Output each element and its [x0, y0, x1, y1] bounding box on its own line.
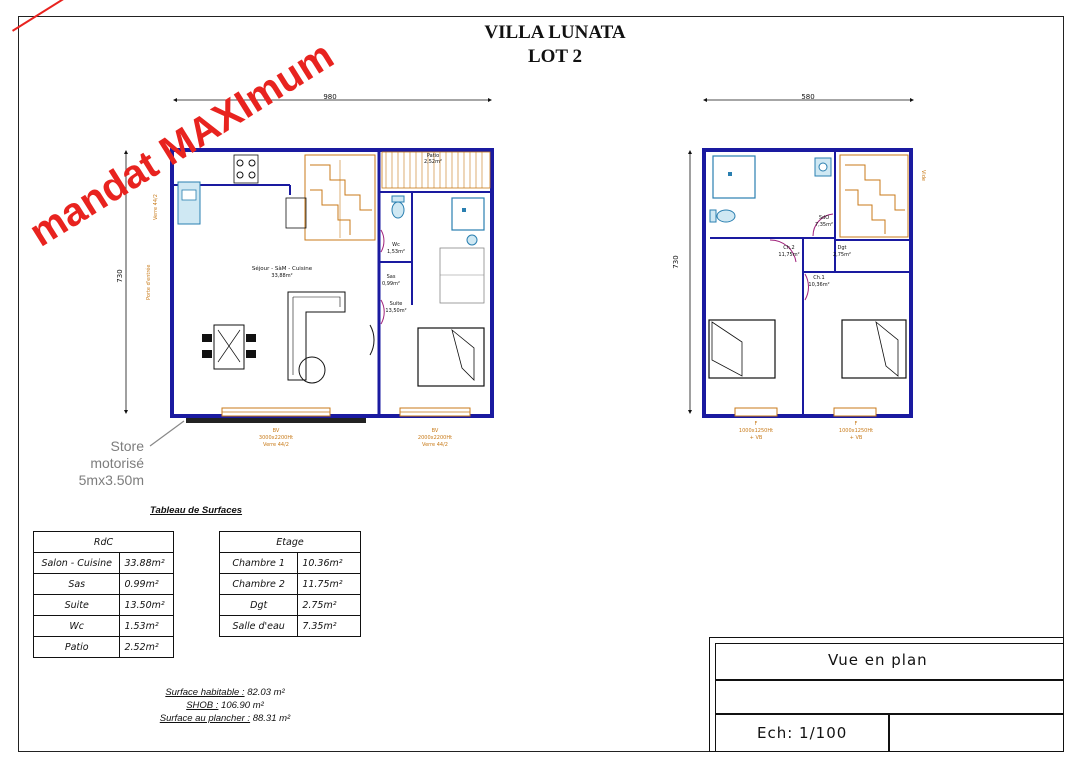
view-label: Vue en plan [828, 651, 928, 669]
svg-text:0,99m²: 0,99m² [382, 281, 400, 287]
project-title: VILLA LUNATA [484, 22, 626, 43]
suite-bed [417, 327, 485, 387]
svg-text:13,50m²: 13,50m² [385, 308, 406, 314]
svg-text:33,88m²: 33,88m² [271, 273, 292, 279]
svg-text:2000x2200Ht: 2000x2200Ht [418, 435, 452, 441]
motorized-awning [186, 418, 366, 423]
svg-text:10,36m²: 10,36m² [808, 282, 829, 288]
ch2-label: Ch.2 [783, 245, 794, 251]
svg-text:BV: BV [273, 428, 280, 434]
upper-shower [712, 155, 756, 199]
entry-door-label: Porte d'entrée [145, 265, 152, 300]
svg-text:1000x1250Ht: 1000x1250Ht [739, 428, 773, 434]
kitchen-sink [177, 181, 201, 225]
surfaces-caption: Tableau de Surfaces [150, 505, 243, 516]
shower [451, 197, 485, 231]
svg-text:1,53m²: 1,53m² [387, 249, 405, 255]
svg-text:F: F [755, 421, 758, 427]
height-dimension: 730 [116, 269, 124, 282]
patio [381, 151, 491, 189]
left-wall-annotation: Verre 44/2 [153, 194, 159, 220]
dining-table [213, 324, 245, 370]
store-leader-line [149, 420, 185, 447]
svg-text:7,35m²: 7,35m² [815, 222, 833, 228]
svg-text:2,75m²: 2,75m² [833, 252, 851, 258]
etage-header: Etage [219, 531, 361, 553]
upper-width-dimension: 580 [801, 93, 814, 101]
staircase [304, 154, 376, 241]
svg-text:F: F [855, 421, 858, 427]
width-dimension: 980 [323, 93, 336, 101]
sas-label: Sas [387, 274, 396, 280]
suite-label: Suite [390, 301, 403, 307]
ch1-label: Ch.1 [813, 275, 824, 281]
sofa [287, 291, 346, 381]
ground-floor-plan: 980 730 Patio 2,52m² [116, 93, 494, 448]
surface-totals: Surface habitable : 82.03 m² SHOB : 106.… [159, 687, 291, 724]
svg-text:Verre 44/2: Verre 44/2 [422, 442, 448, 448]
rdc-header: RdC [33, 531, 174, 553]
svg-text:Verre 44/2: Verre 44/2 [263, 442, 289, 448]
svg-text:1000x1250Ht: 1000x1250Ht [839, 428, 873, 434]
sdo-label: SdO [819, 215, 829, 221]
upper-exterior-walls [702, 148, 913, 418]
bedroom-1-bed [841, 319, 907, 379]
wc-toilet [391, 201, 405, 219]
scale-label: Ech: 1/100 [757, 724, 848, 742]
svg-text:BV: BV [432, 428, 439, 434]
void-label: Vide [920, 170, 926, 181]
exterior-walls [170, 148, 494, 418]
wc-label: Wc [392, 242, 400, 248]
living-room-label: Séjour - SàM - Cuisine [252, 265, 313, 272]
svg-text:+ VB: + VB [750, 435, 763, 441]
lot-label: LOT 2 [527, 46, 583, 67]
patio-label: Patio [427, 153, 439, 159]
upper-toilet [716, 209, 736, 223]
bedroom-2-bed [708, 319, 776, 379]
dgt-label: Dgt [838, 245, 847, 251]
svg-text:3000x2200Ht: 3000x2200Ht [259, 435, 293, 441]
drawing-frame [18, 16, 1064, 752]
svg-text:2,52m²: 2,52m² [424, 159, 442, 165]
svg-text:11,75m²: 11,75m² [778, 252, 799, 258]
store-annotation: Store motorisé 5mx3.50m [78, 438, 144, 488]
upper-height-dimension: 730 [672, 255, 680, 268]
upper-floor-plan: 580 730 SdO 7,35m² Ch.2 11,75m² Dgt [672, 93, 926, 441]
svg-text:+ VB: + VB [850, 435, 863, 441]
cooktop [233, 154, 259, 184]
